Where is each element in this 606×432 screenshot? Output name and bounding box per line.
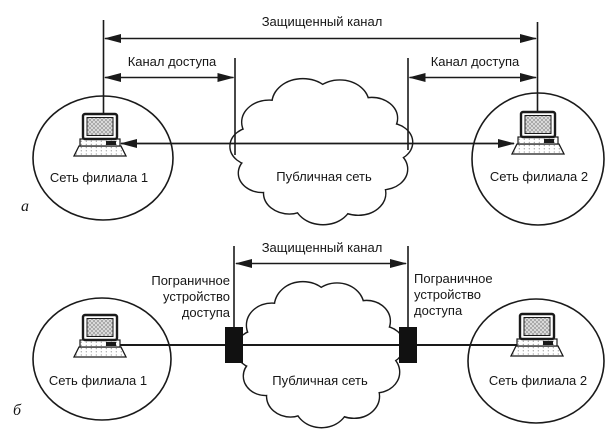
branch-network-1-circle	[32, 297, 172, 421]
public-network-cloud	[231, 79, 412, 224]
border-device-left-label: Пограничное устройство доступа	[151, 273, 230, 320]
branch-network-2-label-a: Сеть филиала 2	[489, 169, 589, 184]
access-channel-left-label: Канал доступа	[127, 54, 217, 69]
computer-icon	[72, 313, 128, 359]
access-channel-right-label: Канал доступа	[430, 54, 520, 69]
border-device-right-label: Пограничное устройство доступа	[414, 271, 493, 318]
protected-channel-label-b: Защищенный канал	[261, 240, 383, 255]
branch-network-1-label-b: Сеть филиала 1	[48, 373, 148, 388]
branch-network-2-label-b: Сеть филиала 2	[488, 373, 588, 388]
branch-network-1-label-a: Сеть филиала 1	[49, 170, 149, 185]
border-access-device-left	[225, 327, 243, 363]
border-access-device-right	[399, 327, 417, 363]
diagram-a	[32, 20, 605, 225]
public-network-label-b: Публичная сеть	[272, 373, 368, 388]
protected-channel-label-a: Защищенный канал	[261, 14, 383, 29]
part-b-marker: б	[13, 402, 22, 419]
public-network-label-a: Публичная сеть	[276, 169, 372, 184]
computer-icon	[72, 112, 128, 158]
public-network-cloud	[236, 282, 403, 427]
diagram-b	[32, 246, 605, 427]
part-a-marker: а	[21, 198, 29, 215]
branch-network-2-circle	[467, 298, 605, 424]
